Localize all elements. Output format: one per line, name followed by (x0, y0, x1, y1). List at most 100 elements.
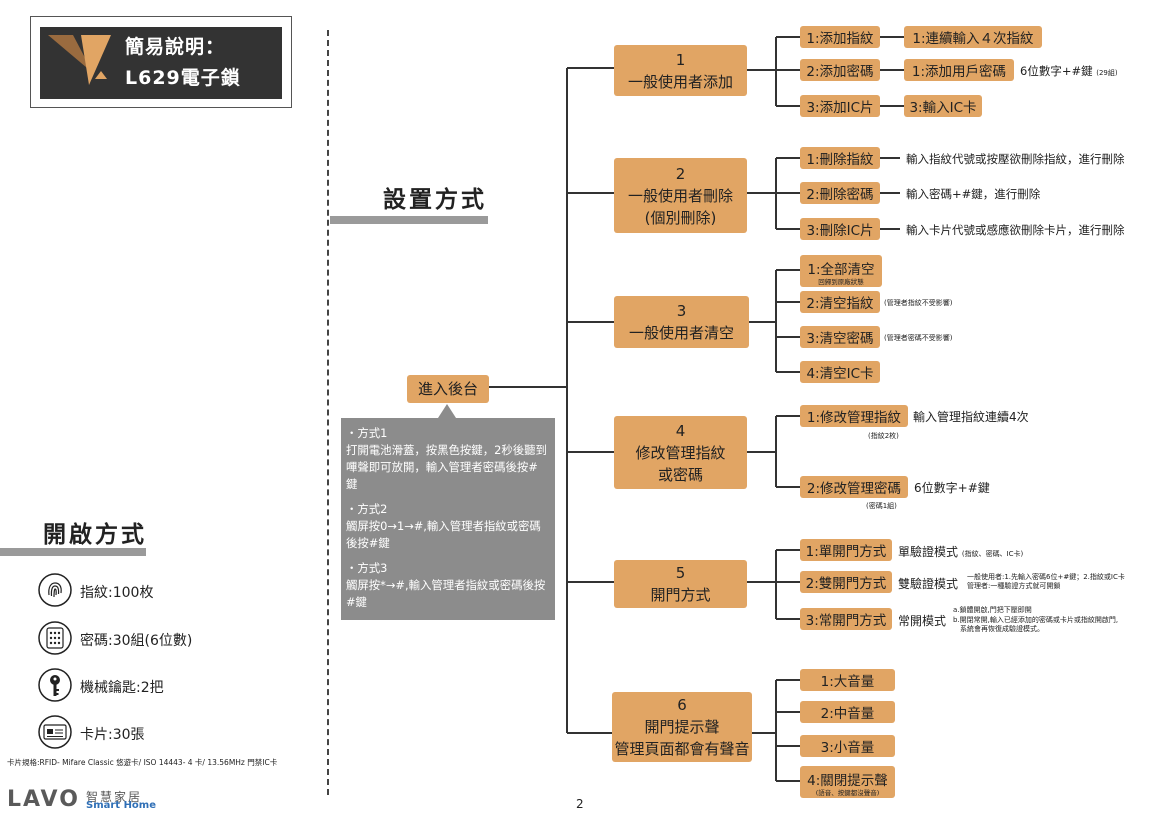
card-icon (38, 715, 72, 749)
logo-chevron-icon (48, 35, 111, 85)
group-3-node: 3 一般使用者清空 (614, 296, 749, 348)
group-6-subtitle: 管理頁面都會有聲音 (614, 740, 750, 758)
fingerprint-icon (38, 573, 72, 607)
title-frame (30, 16, 292, 108)
g2-ic-card-note: 輸入卡片代號或感應欲刪除卡片，進行刪除 (906, 223, 1125, 237)
g5-always-mode: 常開模式 (898, 614, 947, 628)
feature-key: 機械鑰匙:2把 (38, 668, 164, 706)
g5-always-open: 3:常開門方式 (800, 608, 892, 630)
feature-password: 密碼:30組(6位數) (38, 621, 192, 659)
group-6-num: 6 (677, 696, 687, 714)
feature-key-label: 機械鑰匙:2把 (80, 680, 164, 696)
group-4-title: 修改管理指紋 (635, 443, 726, 462)
g4-fingerprint-note: 輸入管理指紋連續4次 (913, 410, 1029, 424)
keypad-icon (38, 621, 72, 655)
page-title: 簡易說明： L629電子鎖 (125, 32, 275, 94)
g6-mute: 4:關閉提示聲 (語音、按鍵都沒聲音) (800, 766, 895, 798)
g5-always-sub-1: a.鎖體開啟,門把下壓即開 (953, 606, 1032, 614)
feature-fingerprint: 指紋:100枚 (38, 573, 153, 611)
g1-ic-card-step: 3:輸入IC卡 (904, 95, 982, 117)
feature-card: 卡片:30張 (38, 715, 145, 753)
group-1-node: 1 一般使用者添加 (614, 45, 747, 96)
g2-delete-ic-card: 3:刪除IC片 (800, 218, 880, 240)
group-5-node: 5 開門方式 (614, 560, 747, 608)
group-2-node: 2 一般使用者刪除 (個別刪除) (614, 158, 747, 233)
g6-mute-sub: (語音、按鍵都沒聲音) (815, 789, 880, 797)
setup-heading: 設置方式 (383, 187, 487, 213)
brand-en: Smart Home (86, 800, 157, 811)
g1-add-fingerprint: 1:添加指紋 (800, 26, 880, 48)
g2-delete-fingerprint: 1:刪除指紋 (800, 147, 880, 169)
g4-password-note: 6位數字+#鍵 (914, 481, 990, 495)
g6-high-volume: 1:大音量 (800, 669, 895, 691)
open-heading-bar (0, 548, 146, 556)
enter-backend-node: 進入後台 (407, 375, 489, 403)
setup-heading-bar (330, 216, 488, 224)
brand-cn: 智慧家居 (86, 790, 143, 804)
g1-password-note: 6位數字+#鍵 (29組) (1020, 63, 1118, 79)
group-4-num: 4 (675, 421, 686, 440)
g5-single-sub: (指紋、密碼、IC卡) (961, 550, 1024, 558)
group-1-num: 1 (675, 50, 686, 69)
g1-add-password: 2:添加密碼 (800, 59, 880, 81)
group-3-title: 一般使用者清空 (628, 324, 734, 342)
key-icon (38, 668, 72, 702)
g4-fingerprint-count: (指紋2枚) (868, 432, 899, 440)
g3-clear-all-sub: 回歸到原廠狀態 (818, 278, 864, 286)
group-5-num: 5 (675, 564, 686, 582)
brand-logo: LAVO (7, 787, 80, 812)
method-1-head: ・方式1 (346, 426, 388, 440)
feature-password-label: 密碼:30組(6位數) (80, 633, 193, 649)
g4-password-count: (密碼1組) (866, 502, 897, 510)
g5-double-sub-2: 管理者:一種驗證方式就可開鎖 (967, 582, 1061, 590)
g2-delete-password: 2:刪除密碼 (800, 182, 880, 204)
callout-arrow (438, 404, 456, 418)
vertical-divider (327, 30, 329, 795)
title-line-2: L629電子鎖 (125, 67, 241, 89)
title-panel (40, 27, 282, 99)
group-4-subtitle: 或密碼 (657, 465, 703, 484)
open-heading: 開啟方式 (43, 522, 147, 548)
g5-double-open: 2:雙開門方式 (800, 571, 892, 593)
g5-always-sub-2: b.開閉常開,輸入已經添加的密碼或卡片或指紋開啟門, (953, 615, 1119, 624)
g6-mid-volume: 2:中音量 (800, 701, 895, 723)
g3-fingerprint-note: (管理者指紋不受影響) (884, 299, 953, 307)
g5-double-mode: 雙驗證模式 (898, 577, 959, 591)
group-4-node: 4 修改管理指紋 或密碼 (614, 416, 747, 489)
g6-low-volume: 3:小音量 (800, 735, 895, 757)
g1-fingerprint-step: 1:連續輸入４次指紋 (904, 26, 1042, 48)
method-3-head: ・方式3 (346, 561, 388, 575)
g5-single-mode: 單驗證模式 (898, 545, 959, 559)
g1-password-note-text: 6位數字+#鍵 (1020, 64, 1093, 78)
g3-password-note: (管理者密碼不受影響) (884, 334, 953, 342)
g3-clear-all: 1:全部清空 回歸到原廠狀態 (800, 255, 882, 287)
g2-password-note: 輸入密碼+#鍵，進行刪除 (906, 187, 1041, 201)
method-2-head: ・方式2 (346, 502, 388, 516)
g5-double-sub-1: 一般使用者:1.先輸入密碼6位+#鍵；2.指紋或IC卡 (967, 573, 1125, 581)
g6-mute-label: 4:關閉提示聲 (807, 773, 888, 789)
g3-clear-fingerprint: 2:清空指紋 (800, 291, 880, 313)
g5-single-open: 1:單開門方式 (800, 539, 892, 561)
group-5-title: 開門方式 (650, 586, 711, 604)
group-2-title: 一般使用者刪除 (627, 186, 733, 205)
group-3-num: 3 (676, 302, 687, 320)
group-6-title: 開門提示聲 (644, 718, 720, 736)
g3-clear-ic-card: 4:清空IC卡 (800, 361, 880, 383)
g1-password-step: 1:添加用戶密碼 (904, 59, 1014, 81)
g5-single-note: 單驗證模式 (指紋、密碼、IC卡) (898, 543, 1023, 560)
feature-card-label: 卡片:30張 (80, 727, 145, 743)
g3-clear-password: 3:清空密碼 (800, 326, 880, 348)
group-1-title: 一般使用者添加 (627, 72, 733, 91)
method-3: ・方式3 觸屏按*→#,輸入管理者指紋或密碼後按#鍵 (346, 560, 549, 611)
method-3-body: 觸屏按*→#,輸入管理者指紋或密碼後按#鍵 (346, 578, 546, 609)
group-2-subtitle: (個別刪除) (644, 208, 717, 227)
feature-fingerprint-label: 指紋:100枚 (80, 585, 154, 601)
g3-clear-all-label: 1:全部清空 (807, 262, 875, 278)
g1-add-ic-card: 3:添加IC片 (800, 95, 880, 117)
g5-double-sub: 一般使用者:1.先輸入密碼6位+#鍵；2.指紋或IC卡 管理者:一種驗證方式就可… (967, 573, 1125, 591)
g2-fingerprint-note: 輸入指紋代號或按壓欲刪除指紋，進行刪除 (906, 152, 1125, 166)
